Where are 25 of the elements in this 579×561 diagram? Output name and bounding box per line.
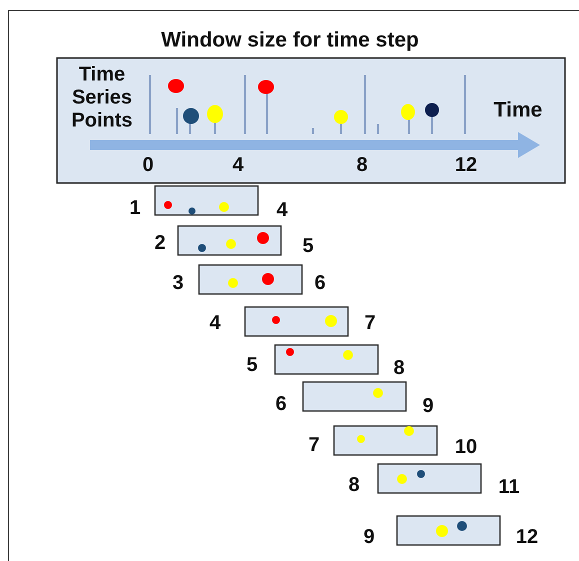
diagram-title: Window size for time step (161, 30, 419, 50)
window-end-label: 11 (498, 477, 520, 497)
window-start-label: 4 (209, 313, 221, 333)
tick-label: 4 (232, 155, 244, 175)
window-start-label: 7 (308, 435, 320, 455)
window-end-label: 10 (454, 437, 478, 457)
window-start-label: 6 (275, 394, 287, 414)
axis-title: Time Series Points (70, 64, 134, 132)
window-start-label: 2 (154, 233, 166, 253)
window-end-label: 5 (302, 236, 314, 256)
window-end-label: 8 (393, 358, 405, 378)
tick-label: 0 (142, 155, 154, 175)
window-end-label: 4 (276, 200, 288, 220)
axis-title: Time (494, 100, 542, 120)
window-end-label: 9 (422, 396, 434, 416)
window-start-label: 3 (172, 273, 184, 293)
window-start-label: 9 (363, 527, 375, 547)
tick-label: 8 (356, 155, 368, 175)
tick-label: 12 (454, 155, 478, 175)
window-end-label: 6 (314, 273, 326, 293)
window-start-label: 1 (129, 198, 141, 218)
window-end-label: 12 (516, 527, 538, 547)
window-start-label: 8 (348, 475, 360, 495)
window-start-label: 5 (246, 355, 258, 375)
window-end-label: 7 (364, 313, 376, 333)
